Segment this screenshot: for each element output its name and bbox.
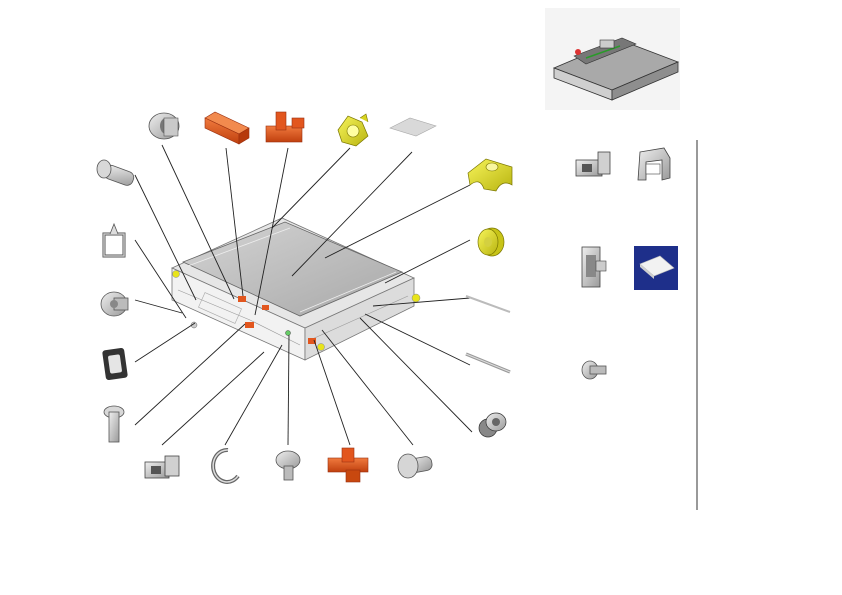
assembly-yellow-part [172,270,180,278]
tray-right-wall [304,277,415,361]
mushroom-screw[interactable] [275,450,301,481]
clip-frame[interactable] [102,222,126,258]
assembly-orange-part [245,322,254,328]
flange-bushing[interactable] [478,412,507,438]
main-assembly [171,217,421,361]
orange-bar[interactable] [204,111,250,145]
rod-thin[interactable] [465,295,511,313]
screw-small[interactable] [581,360,607,380]
assembly-orange-part [238,296,246,302]
blue-pad-thumbnail[interactable] [634,246,678,290]
orange-bracket[interactable] [265,111,305,143]
round-head-pin[interactable] [397,453,433,479]
clip-open[interactable] [637,147,671,181]
yellow-saddle[interactable] [467,158,513,192]
yellow-wheel[interactable] [477,227,505,257]
e-ring[interactable] [211,447,240,484]
orange-latch[interactable] [327,447,369,483]
leader-lines [134,140,698,510]
assembly-orange-part [308,338,316,344]
bracket-clip[interactable] [144,455,180,479]
assembly-yellow-part [411,293,421,303]
pin-bolt[interactable] [96,159,135,187]
gasket-ring[interactable] [102,348,128,381]
yellow-gear[interactable] [337,113,369,147]
assembly-thumbnail [545,8,680,110]
bushing[interactable] [148,112,180,140]
rod-long[interactable] [465,352,511,374]
pin-short[interactable] [103,405,125,443]
clip-small[interactable] [575,151,611,177]
assembly-yellow-part [317,343,325,351]
clip-tall[interactable] [581,246,607,288]
gray-pad[interactable] [389,117,437,137]
grommet-cap[interactable] [100,291,129,317]
assembly-orange-part [262,305,269,310]
